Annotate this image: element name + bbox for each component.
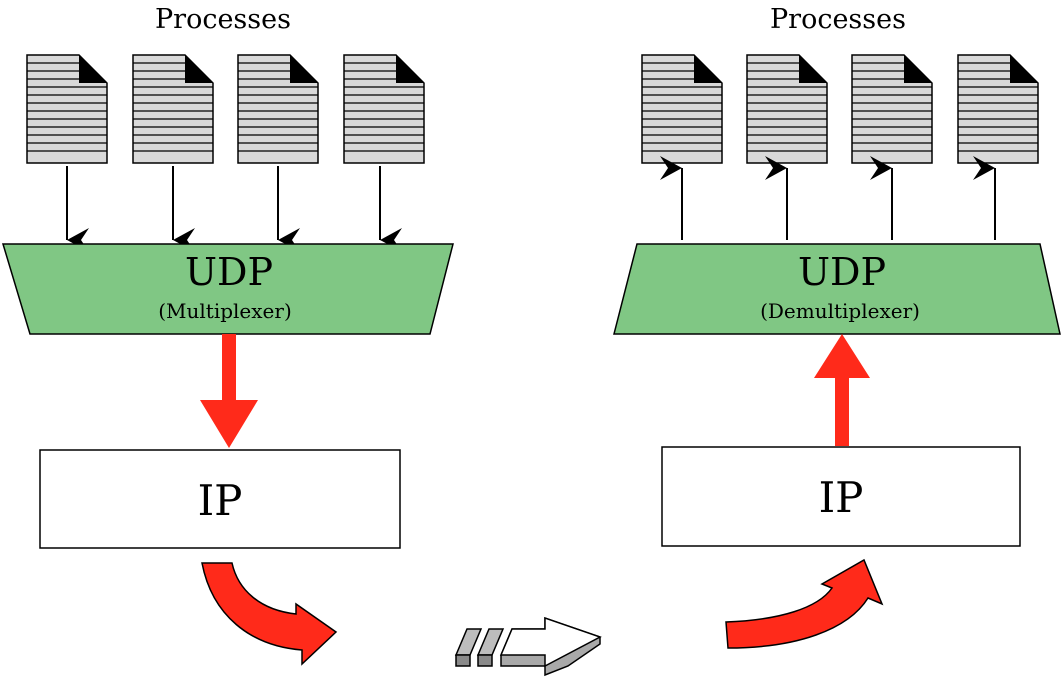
right-process-documents xyxy=(641,54,1039,164)
right-processes-label: Processes xyxy=(770,4,906,35)
right-red-up-arrow-icon xyxy=(814,334,870,446)
left-ip-box xyxy=(39,449,401,549)
left-down-arrows xyxy=(66,166,402,252)
left-process-doc-icon xyxy=(343,54,425,164)
right-ip-label: IP xyxy=(819,473,864,522)
right-curved-arrow-icon xyxy=(725,558,884,649)
right-udp-demultiplexer-box xyxy=(613,243,1061,335)
right-process-doc-icon xyxy=(746,54,828,164)
left-red-down-arrow-icon xyxy=(200,334,258,448)
left-processes-label: Processes xyxy=(155,4,291,35)
left-curved-arrow-icon xyxy=(201,562,338,666)
left-udp-label: UDP xyxy=(185,250,273,294)
right-up-arrows xyxy=(660,156,996,240)
right-udp-label: UDP xyxy=(798,250,886,294)
left-process-doc-icon xyxy=(26,54,108,164)
left-process-doc-icon xyxy=(237,54,319,164)
left-ip-label: IP xyxy=(198,476,243,525)
right-process-doc-icon xyxy=(641,54,723,164)
left-process-documents xyxy=(26,54,425,164)
left-process-doc-icon xyxy=(132,54,214,164)
right-process-doc-icon xyxy=(851,54,933,164)
left-udp-multiplexer-box xyxy=(1,243,454,335)
right-udp-sublabel: (Demultiplexer) xyxy=(760,299,920,323)
transit-arrow-icon xyxy=(454,616,602,677)
left-udp-sublabel: (Multiplexer) xyxy=(158,299,292,323)
right-process-doc-icon xyxy=(957,54,1039,164)
right-ip-box xyxy=(661,446,1021,547)
